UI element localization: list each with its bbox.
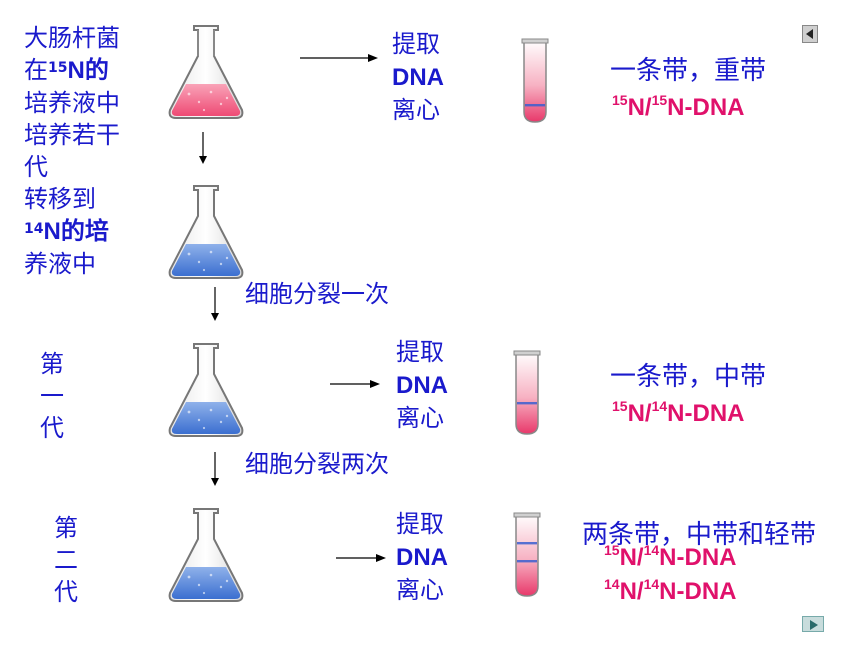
dna-label: DNA xyxy=(396,544,448,571)
left-note-block: 大肠杆菌 在15N的 培养液中 培养若干 代 转移到 14N的培 养液中 xyxy=(24,22,120,280)
n-slash: N/ xyxy=(619,544,644,571)
result-1-desc: 一条带，重带 xyxy=(610,56,767,86)
process-label-3: 提取 DNA 离心 xyxy=(396,508,448,607)
result-1-label: 15N/15N-DNA xyxy=(612,92,745,122)
result-3-desc: 两条带，中带和轻带 xyxy=(582,520,817,550)
gen-char: 二 xyxy=(54,546,78,574)
process-label-2: 提取 DNA 离心 xyxy=(396,336,448,435)
isotope-superscript: 15 xyxy=(612,398,628,414)
result-3b-label: 14N/14N-DNA xyxy=(604,576,737,606)
result-2-desc: 一条带，中带 xyxy=(610,362,767,392)
down-arrow-icon xyxy=(199,132,207,164)
n-dna: N-DNA xyxy=(667,400,745,427)
nav-next-button[interactable] xyxy=(802,616,824,632)
result-2-label: 15N/14N-DNA xyxy=(612,398,745,428)
flask-14n-icon xyxy=(168,185,244,279)
triangle-right-icon xyxy=(810,620,818,630)
note-line-7: 14N的培 xyxy=(24,215,120,248)
right-arrow-icon xyxy=(336,554,386,562)
gen-char: 第 xyxy=(54,514,78,542)
isotope-superscript: 14 xyxy=(604,576,620,592)
test-tube-heavy-icon xyxy=(521,38,549,123)
down-arrow-icon xyxy=(211,452,219,486)
note-line-4: 培养若干 xyxy=(24,121,120,149)
division-twice-label: 细胞分裂两次 xyxy=(245,450,389,478)
isotope-superscript: 14 xyxy=(651,398,668,414)
gen-char: 代 xyxy=(40,414,64,442)
down-arrow-icon xyxy=(211,287,219,321)
gen-char: 代 xyxy=(54,578,78,606)
flask-gen2-icon xyxy=(168,508,244,602)
generation-1-label: 第 一 代 xyxy=(36,348,68,444)
n-dna: N-DNA xyxy=(667,94,745,121)
test-tube-two-bands-icon xyxy=(513,512,541,597)
isotope-superscript: 14 xyxy=(24,221,44,237)
isotope-superscript: 14 xyxy=(643,576,660,592)
isotope-superscript: 15 xyxy=(48,60,68,76)
gen-char: 一 xyxy=(40,382,64,410)
centrifuge-label: 离心 xyxy=(392,96,440,124)
note-line-8: 养液中 xyxy=(24,250,96,278)
n-slash: N/ xyxy=(627,94,652,121)
process-label-1: 提取 DNA 离心 xyxy=(392,28,444,127)
n-dna: N-DNA xyxy=(659,544,737,571)
n-slash: N/ xyxy=(627,400,652,427)
isotope-superscript: 15 xyxy=(651,92,668,108)
isotope-superscript: 15 xyxy=(604,542,620,558)
centrifuge-label: 离心 xyxy=(396,404,444,432)
test-tube-middle-icon xyxy=(513,350,541,435)
gen-char: 第 xyxy=(40,350,64,378)
note-line-6: 转移到 xyxy=(24,185,96,213)
division-once-label: 细胞分裂一次 xyxy=(245,280,389,308)
note-line-5: 代 xyxy=(24,153,48,181)
extract-label: 提取 xyxy=(396,338,444,366)
generation-2-label: 第 二 代 xyxy=(50,512,82,608)
note-line-7-post: N的培 xyxy=(43,218,109,245)
flask-gen1-icon xyxy=(168,343,244,437)
n-dna: N-DNA xyxy=(659,578,737,605)
triangle-left-icon xyxy=(806,29,813,39)
isotope-superscript: 14 xyxy=(643,542,660,558)
n-slash: N/ xyxy=(619,578,644,605)
dna-label: DNA xyxy=(392,64,444,91)
dna-label: DNA xyxy=(396,372,448,399)
nav-prev-button[interactable] xyxy=(802,25,818,43)
note-line-2-pre: 在 xyxy=(24,56,48,84)
note-line-3: 培养液中 xyxy=(24,89,120,117)
extract-label: 提取 xyxy=(392,30,440,58)
right-arrow-icon xyxy=(300,54,378,62)
note-line-2-post: N的 xyxy=(67,57,109,84)
result-3a-label: 15N/14N-DNA xyxy=(604,542,737,572)
note-line-1: 大肠杆菌 xyxy=(24,24,120,52)
right-arrow-icon xyxy=(330,380,380,388)
flask-15n-icon xyxy=(168,25,244,119)
centrifuge-label: 离心 xyxy=(396,576,444,604)
isotope-superscript: 15 xyxy=(612,92,628,108)
extract-label: 提取 xyxy=(396,510,444,538)
note-line-2: 在15N的 xyxy=(24,54,120,87)
